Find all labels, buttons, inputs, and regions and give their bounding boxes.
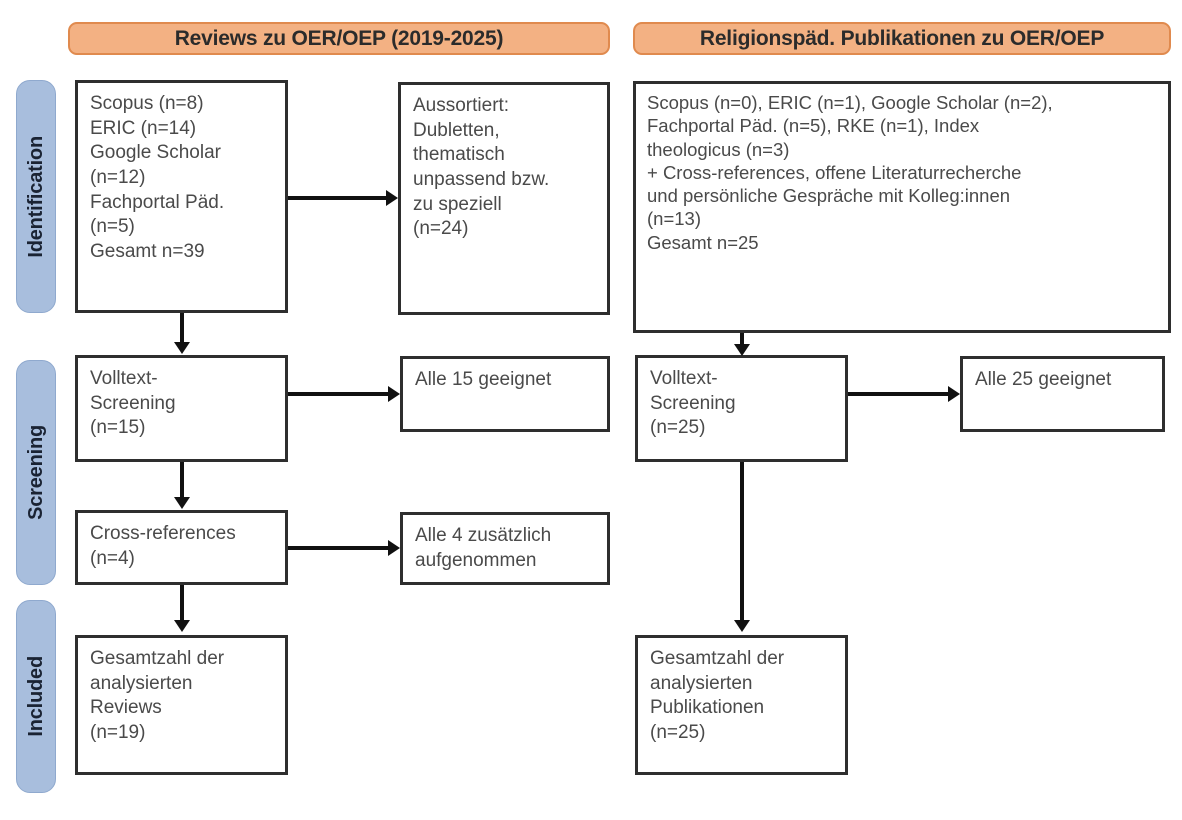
box-left-cross-references: Cross-references (n=4) [75,510,288,585]
stage-label-screening: Screening [16,360,56,585]
arrowhead-left-sources-to-excluded [386,190,398,206]
connector-right-sources-to-screening [740,333,744,345]
column-header-left-label: Reviews zu OER/OEP (2019-2025) [174,26,504,50]
box-right-identification-sources: Scopus (n=0), ERIC (n=1), Google Scholar… [633,81,1171,333]
connector-left-screening-to-result [288,392,392,396]
arrowhead-left-sources-to-screening [174,342,190,354]
arrowhead-left-crossrefs-to-result [388,540,400,556]
connector-left-screening-to-crossrefs [180,462,184,498]
stage-label-screening-text: Screening [24,425,47,520]
box-left-excluded: Aussortiert: Dubletten, thematisch unpas… [398,82,610,315]
connector-left-sources-to-excluded [288,196,390,200]
arrowhead-right-screening-to-result [948,386,960,402]
box-right-included-total: Gesamtzahl der analysierten Publikatione… [635,635,848,775]
connector-right-screening-to-result [848,392,952,396]
box-right-fulltext-screening: Volltext- Screening (n=25) [635,355,848,462]
arrowhead-left-crossrefs-to-included [174,620,190,632]
box-left-identification-sources: Scopus (n=8) ERIC (n=14) Google Scholar … [75,80,288,313]
box-left-cross-references-result: Alle 4 zusätzlich aufgenommen [400,512,610,585]
arrowhead-left-screening-to-result [388,386,400,402]
arrowhead-right-sources-to-screening [734,344,750,356]
arrowhead-left-screening-to-crossrefs [174,497,190,509]
box-left-fulltext-result: Alle 15 geeignet [400,356,610,432]
connector-left-sources-to-screening [180,313,184,343]
connector-left-crossrefs-to-included [180,585,184,621]
column-header-left: Reviews zu OER/OEP (2019-2025) [68,22,610,55]
column-header-right-label: Religionspäd. Publikationen zu OER/OEP [699,26,1105,50]
stage-label-identification: Identification [16,80,56,313]
connector-left-crossrefs-to-result [288,546,392,550]
connector-right-screening-to-included [740,462,744,621]
stage-label-identification-text: Identification [24,135,47,258]
box-left-fulltext-screening: Volltext- Screening (n=15) [75,355,288,462]
arrowhead-right-screening-to-included [734,620,750,632]
column-header-right: Religionspäd. Publikationen zu OER/OEP [633,22,1171,55]
box-right-fulltext-result: Alle 25 geeignet [960,356,1165,432]
box-left-included-total: Gesamtzahl der analysierten Reviews (n=1… [75,635,288,775]
stage-label-included-text: Included [24,656,47,737]
stage-label-included: Included [16,600,56,793]
